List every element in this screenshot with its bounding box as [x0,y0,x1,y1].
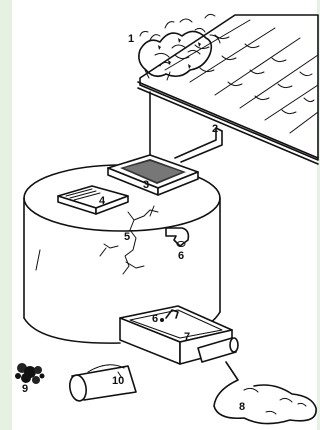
label-8: 8 [239,401,245,413]
label-7: 7 [184,331,190,343]
tank-outlet-tap [166,228,188,247]
label-4: 4 [99,195,106,207]
water-puddle [214,362,316,424]
tipped-bucket [68,365,136,402]
label-6-trough: 6 [152,313,158,325]
label-3: 3 [143,179,149,191]
label-5: 5 [124,231,130,243]
label-1: 1 [128,33,134,45]
label-6-tap: 6 [178,250,184,262]
label-10: 10 [112,375,124,387]
waste-heap [15,363,45,384]
label-2: 2 [212,123,218,135]
label-9: 9 [22,383,28,395]
